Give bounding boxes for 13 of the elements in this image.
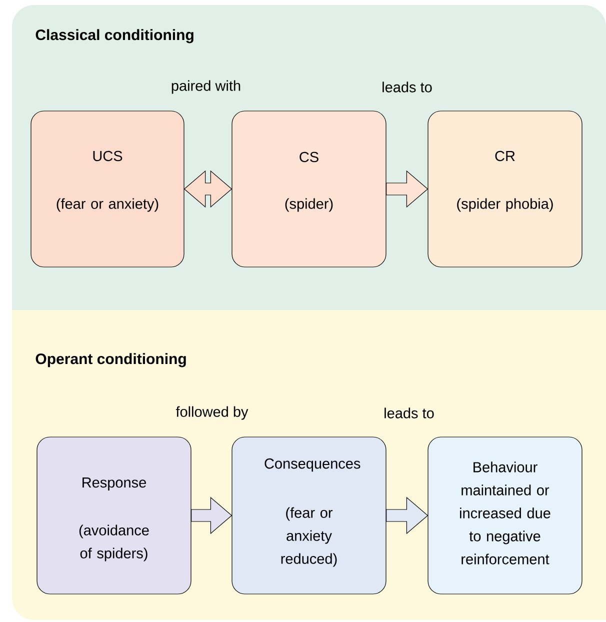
process-box: Behaviour maintained or increased due to negative reinforcement [428, 436, 582, 594]
process-box: CS (spider) [232, 110, 386, 268]
block-arrow [386, 170, 428, 208]
block-arrow [191, 496, 232, 534]
relation-label: leads to [384, 408, 434, 418]
process-box: CR (spider phobia) [428, 110, 582, 268]
process-box: Consequences (fear or anxiety reduced) [232, 436, 386, 594]
process-box: UCS (fear or anxiety) [30, 110, 184, 268]
process-box: Response (avoidance of spiders) [36, 436, 192, 594]
relation-label: followed by [176, 406, 248, 420]
block-arrow [386, 496, 428, 534]
relation-label: leads to [382, 82, 432, 92]
relation-label: paired with [172, 80, 240, 94]
